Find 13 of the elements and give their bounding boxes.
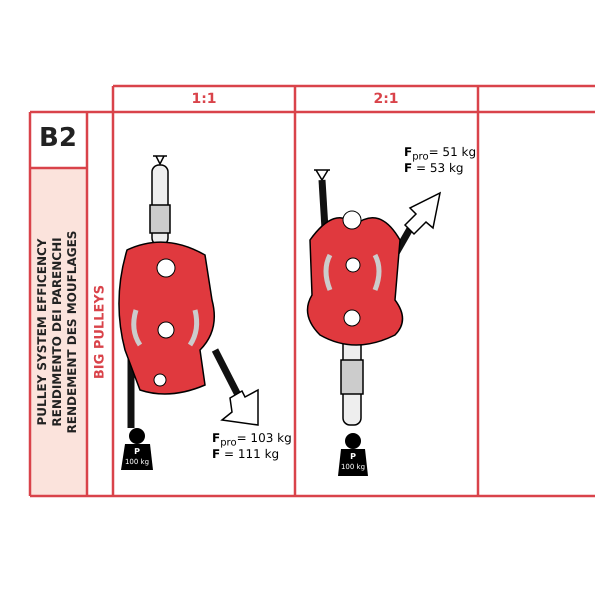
force-label: F = 53 kg bbox=[404, 162, 464, 174]
force-label: F$_{pro}$= 103 kg bbox=[212, 432, 292, 448]
section-title: PULLEY SYSTEM EFFICENCY bbox=[36, 238, 48, 426]
column-header: 2:1 bbox=[373, 92, 399, 106]
section-code: B2 bbox=[39, 125, 77, 151]
column-header: 1:1 bbox=[191, 92, 217, 106]
weight-label: P bbox=[350, 453, 356, 461]
force-label: F = 111 kg bbox=[212, 448, 280, 460]
force-label: F$_{pro}$= 51 kg bbox=[404, 146, 476, 162]
section-title: RENDEMENT DES MOUFLAGES bbox=[66, 230, 78, 434]
section-title: RENDIMENTO DEI PARENCHI bbox=[51, 237, 63, 427]
weight-label: P bbox=[134, 448, 140, 456]
row-header: BIG PULLEYS bbox=[94, 284, 106, 380]
